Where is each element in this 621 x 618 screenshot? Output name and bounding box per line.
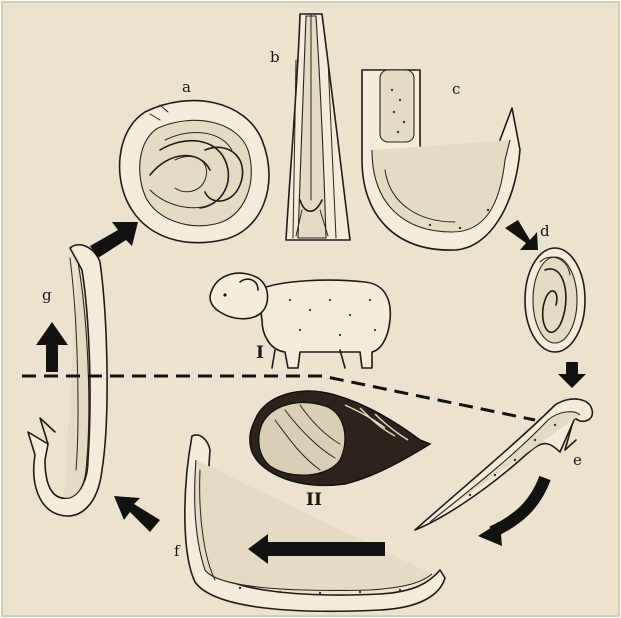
label-c: c <box>452 80 460 98</box>
stage-d-egg <box>525 248 585 352</box>
host-label-snail: II <box>306 490 322 510</box>
label-a: a <box>182 78 191 96</box>
stage-a-coiled-larva <box>120 101 269 243</box>
label-e: e <box>573 451 582 469</box>
label-d: d <box>540 222 550 240</box>
label-b: b <box>270 48 280 66</box>
host-label-sheep: I <box>256 343 264 363</box>
label-g: g <box>42 286 52 304</box>
